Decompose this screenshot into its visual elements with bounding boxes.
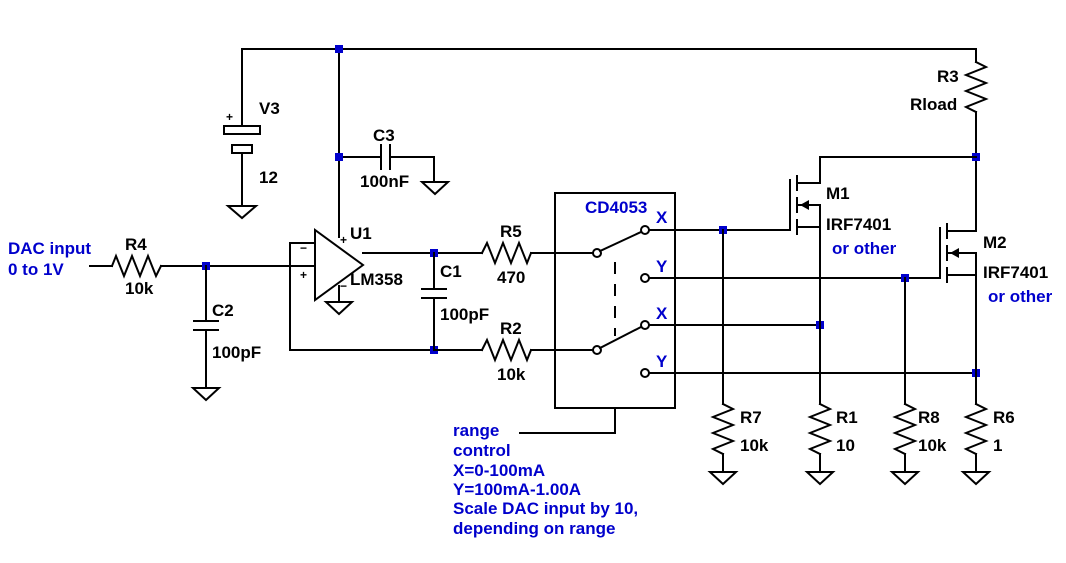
input-section: DAC input 0 to 1V R4 10k C2 100pF: [8, 235, 316, 402]
note-line-1: range: [453, 421, 499, 440]
r8-value: 10k: [918, 436, 947, 455]
c1-value: 100pF: [440, 305, 489, 324]
v3-value: 12: [259, 168, 278, 187]
switch-x2: X: [656, 304, 668, 323]
dac-input-range: 0 to 1V: [8, 260, 64, 279]
svg-text:−: −: [340, 279, 347, 293]
resistors-r5-r2: R5 470 R2 10k: [433, 222, 594, 384]
r6-name: R6: [993, 408, 1015, 427]
m1-name: M1: [826, 184, 850, 203]
v3-name: V3: [259, 99, 280, 118]
r5-name: R5: [500, 222, 522, 241]
m1-part: IRF7401: [826, 215, 891, 234]
switch-output-wires: [648, 226, 980, 377]
capacitor-c3: C3 100nF: [335, 126, 451, 196]
c2-name: C2: [212, 301, 234, 320]
r4-name: R4: [125, 235, 147, 254]
c3-name: C3: [373, 126, 395, 145]
c2-value: 100pF: [212, 343, 261, 362]
note-line-6: depending on range: [453, 519, 615, 538]
note-line-4: Y=100mA-1.00A: [453, 480, 581, 499]
note-line-3: X=0-100mA: [453, 461, 545, 480]
r7-value: 10k: [740, 436, 769, 455]
resistor-r7: R7 10k: [707, 229, 769, 486]
resistor-r1: R1 10: [804, 402, 858, 486]
m2-part: IRF7401: [983, 263, 1048, 282]
r4-value: 10k: [125, 279, 154, 298]
mosfet-m1: M1 IRF7401 or other: [789, 156, 977, 405]
switch-x1: X: [656, 208, 668, 227]
r2-name: R2: [500, 319, 522, 338]
svg-text:−: −: [300, 241, 307, 255]
svg-text:+: +: [340, 233, 347, 247]
svg-text:+: +: [226, 110, 233, 124]
note-line-2: control: [453, 441, 511, 460]
range-control-note: range control X=0-100mA Y=100mA-1.00A Sc…: [453, 421, 638, 538]
resistor-r6: R6 1: [960, 402, 1015, 486]
svg-text:+: +: [300, 268, 307, 282]
c1-name: C1: [440, 262, 462, 281]
top-rail: [241, 45, 977, 238]
dac-input-label: DAC input: [8, 239, 91, 258]
resistor-r8: R8 10k: [889, 277, 947, 486]
switch-y1: Y: [656, 257, 668, 276]
r3-value: Rload: [910, 95, 957, 114]
switch-y2: Y: [656, 352, 668, 371]
r6-value: 1: [993, 436, 1002, 455]
u1-name: U1: [350, 224, 372, 243]
r1-value: 10: [836, 436, 855, 455]
battery-v3: + V3 12: [223, 99, 280, 220]
r1-name: R1: [836, 408, 858, 427]
r8-name: R8: [918, 408, 940, 427]
m2-alt: or other: [988, 287, 1053, 306]
note-line-5: Scale DAC input by 10,: [453, 499, 638, 518]
r7-name: R7: [740, 408, 762, 427]
opamp-u1: + − − + U1 LM358: [289, 224, 483, 354]
u1-value: LM358: [350, 270, 403, 289]
m2-name: M2: [983, 233, 1007, 252]
resistor-r3: R3 Rload: [910, 60, 989, 225]
r5-value: 470: [497, 268, 525, 287]
cd4053-name: CD4053: [585, 198, 647, 217]
switch-cd4053: CD4053 X Y X Y: [519, 192, 676, 434]
capacitor-c1: C1 100pF: [421, 252, 489, 351]
c3-value: 100nF: [360, 172, 409, 191]
r3-name: R3: [937, 67, 959, 86]
m1-alt: or other: [832, 239, 897, 258]
mosfet-m2: M2 IRF7401 or other: [939, 223, 1053, 405]
r2-value: 10k: [497, 365, 526, 384]
